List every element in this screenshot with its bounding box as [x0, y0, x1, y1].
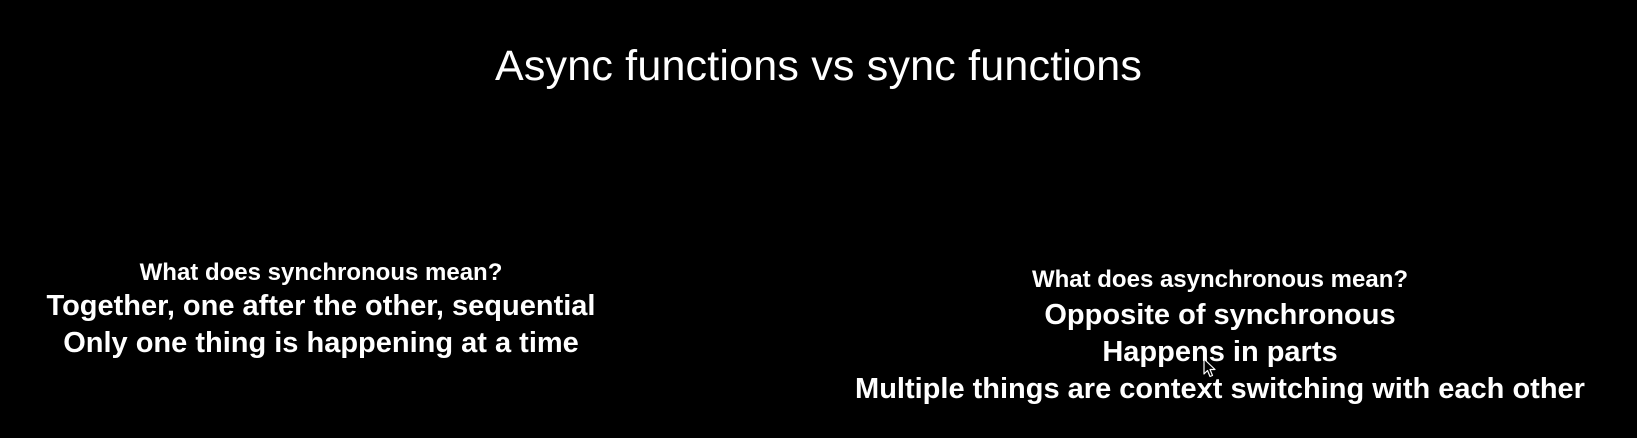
- asynchronous-line: Happens in parts: [1102, 336, 1338, 368]
- mouse-pointer-icon: [1203, 358, 1216, 378]
- asynchronous-line: Multiple things are context switching wi…: [855, 373, 1585, 405]
- synchronous-line: Only one thing is happening at a time: [63, 327, 579, 359]
- asynchronous-question: What does asynchronous mean?: [1031, 266, 1409, 293]
- asynchronous-section: What does asynchronous mean? Opposite of…: [800, 265, 1637, 408]
- asynchronous-line: Opposite of synchronous: [1044, 299, 1396, 331]
- synchronous-question: What does synchronous mean?: [139, 259, 503, 286]
- slide-title: Async functions vs sync functions: [494, 42, 1143, 90]
- synchronous-line: Together, one after the other, sequentia…: [46, 290, 596, 322]
- synchronous-section: What does synchronous mean? Together, on…: [10, 258, 632, 362]
